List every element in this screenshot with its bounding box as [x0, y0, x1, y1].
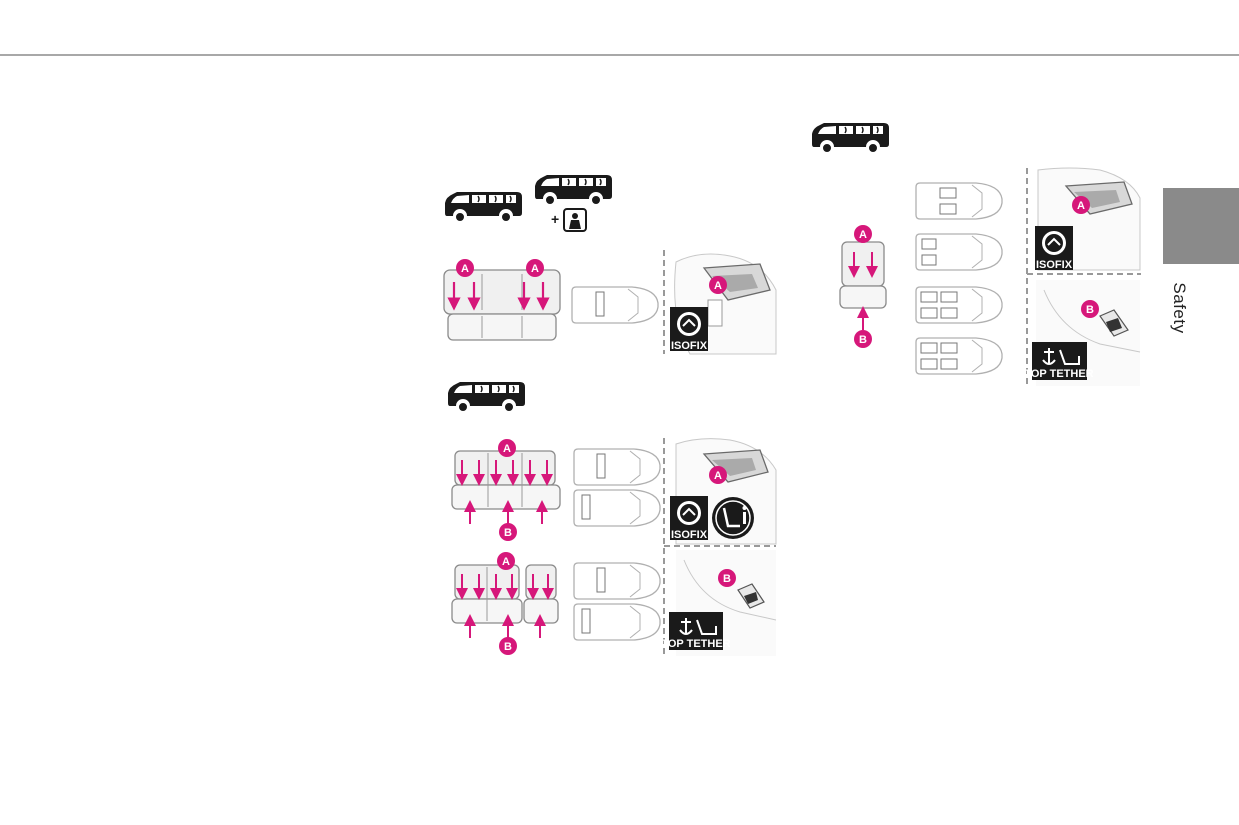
- marker-a: A: [709, 276, 727, 294]
- van-icon: [811, 122, 890, 154]
- marker-b: B: [854, 330, 872, 348]
- header-rule: [0, 54, 1239, 56]
- marker-a: A: [854, 225, 872, 243]
- svg-text:A: A: [531, 263, 539, 275]
- car-top-view: [573, 562, 661, 600]
- svg-text:B: B: [504, 641, 512, 653]
- second-row-seats: [451, 450, 561, 524]
- car-top-view: [915, 182, 1003, 220]
- car-top-view: [573, 448, 661, 486]
- svg-text:A: A: [859, 229, 867, 241]
- top-tether-icon: TOP TETHER: [1024, 342, 1094, 380]
- marker-a: A: [526, 259, 544, 277]
- marker-b: B: [499, 637, 517, 655]
- single-seat: [839, 241, 887, 330]
- svg-text:A: A: [714, 280, 722, 292]
- third-row-seats: [451, 564, 559, 638]
- marker-b: B: [499, 523, 517, 541]
- marker-a: A: [1072, 196, 1090, 214]
- van-long-icon: [534, 174, 613, 206]
- section-tab: [1163, 188, 1239, 264]
- figure-3: A B A: [811, 122, 1141, 386]
- svg-text:B: B: [723, 573, 731, 585]
- marker-a: A: [497, 552, 515, 570]
- child-seat-info-icon: [712, 497, 754, 539]
- isofix-icon: ISOFIX: [1035, 226, 1073, 271]
- rear-bench-seat: [443, 269, 561, 341]
- marker-a: A: [456, 259, 474, 277]
- isofix-icon: ISOFIX: [670, 496, 708, 541]
- svg-text:ISOFIX: ISOFIX: [671, 529, 708, 541]
- svg-text:TOP TETHER: TOP TETHER: [661, 638, 730, 650]
- svg-text:A: A: [714, 470, 722, 482]
- child-safety-lock-icon: +: [551, 208, 587, 232]
- figure-1: + A A: [443, 174, 777, 355]
- marker-a: A: [709, 466, 727, 484]
- isofix-icon: ISOFIX: [670, 307, 708, 352]
- figure-2: A B A B: [447, 381, 777, 656]
- top-tether-icon: TOP TETHER: [661, 612, 731, 650]
- marker-a: A: [498, 439, 516, 457]
- svg-text:A: A: [503, 443, 511, 455]
- van-icon: [447, 381, 526, 413]
- marker-b: B: [718, 569, 736, 587]
- svg-text:B: B: [1086, 304, 1094, 316]
- plus-sign: +: [551, 211, 559, 227]
- svg-text:B: B: [504, 527, 512, 539]
- svg-text:A: A: [502, 556, 510, 568]
- car-top-view: [571, 286, 659, 324]
- svg-text:ISOFIX: ISOFIX: [1036, 259, 1073, 271]
- svg-text:A: A: [461, 263, 469, 275]
- marker-b: B: [1081, 300, 1099, 318]
- van-short-icon: [444, 191, 523, 223]
- svg-text:A: A: [1077, 200, 1085, 212]
- svg-text:ISOFIX: ISOFIX: [671, 340, 708, 352]
- svg-text:TOP TETHER: TOP TETHER: [1024, 368, 1093, 380]
- svg-text:B: B: [859, 334, 867, 346]
